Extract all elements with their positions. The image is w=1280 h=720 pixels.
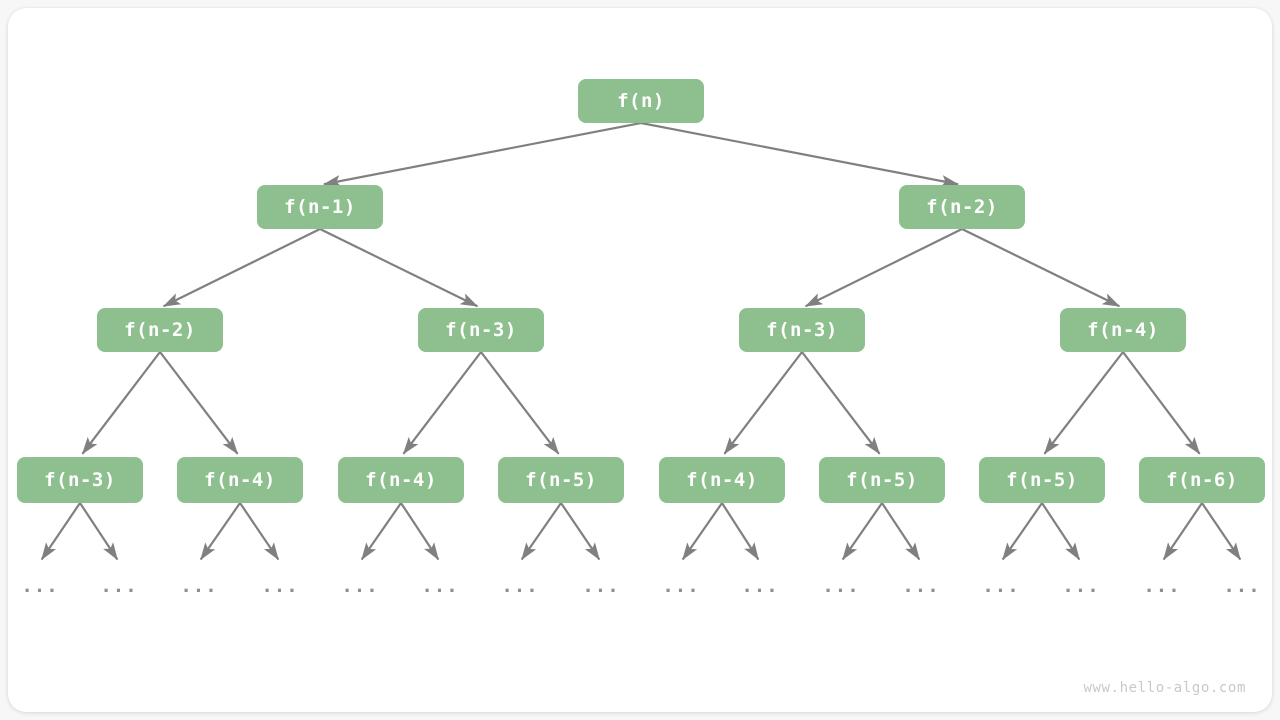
- tree-node: f(n-3): [739, 308, 865, 352]
- tree-node-label: f(n-4): [686, 469, 758, 491]
- tree-node: f(n-4): [338, 457, 464, 503]
- tree-node-label: f(n-2): [124, 319, 196, 341]
- tree-node: f(n-2): [97, 308, 223, 352]
- tree-node-label: f(n-4): [1087, 319, 1159, 341]
- ellipsis-marker: ...: [21, 575, 59, 597]
- tree-node-label: f(n-6): [1166, 469, 1238, 491]
- ellipsis-marker: ...: [421, 575, 459, 597]
- tree-node-label: f(n-4): [204, 469, 276, 491]
- ellipsis-marker: ...: [982, 575, 1020, 597]
- tree-node: f(n-2): [899, 185, 1025, 229]
- tree-node: f(n-1): [257, 185, 383, 229]
- ellipsis-marker: ...: [1143, 575, 1181, 597]
- tree-node-label: f(n-3): [445, 319, 517, 341]
- tree-node-label: f(n-5): [846, 469, 918, 491]
- tree-node: f(n-3): [17, 457, 143, 503]
- tree-node-label: f(n-1): [284, 196, 356, 218]
- tree-node-label: f(n-5): [1006, 469, 1078, 491]
- tree-node: f(n-6): [1139, 457, 1265, 503]
- ellipsis-marker: ...: [341, 575, 379, 597]
- ellipsis-marker: ...: [261, 575, 299, 597]
- tree-node: f(n-4): [659, 457, 785, 503]
- tree-node-label: f(n-3): [44, 469, 116, 491]
- tree-node-label: f(n): [617, 90, 665, 112]
- tree-node-label: f(n-5): [525, 469, 597, 491]
- tree-node: f(n-5): [819, 457, 945, 503]
- ellipsis-marker: ...: [501, 575, 539, 597]
- tree-node-label: f(n-3): [766, 319, 838, 341]
- tree-node: f(n-4): [177, 457, 303, 503]
- ellipsis-marker: ...: [1062, 575, 1100, 597]
- tree-node: f(n-4): [1060, 308, 1186, 352]
- ellipsis-marker: ...: [1223, 575, 1261, 597]
- tree-node: f(n-5): [498, 457, 624, 503]
- ellipsis-marker: ...: [902, 575, 940, 597]
- ellipsis-marker: ...: [662, 575, 700, 597]
- ellipsis-marker: ...: [180, 575, 218, 597]
- watermark: www.hello-algo.com: [1083, 680, 1246, 696]
- ellipsis-marker: ...: [100, 575, 138, 597]
- tree-node: f(n): [578, 79, 704, 123]
- ellipsis-marker: ...: [822, 575, 860, 597]
- tree-node-label: f(n-2): [926, 196, 998, 218]
- ellipsis-marker: ...: [741, 575, 779, 597]
- tree-node: f(n-5): [979, 457, 1105, 503]
- ellipsis-marker: ...: [582, 575, 620, 597]
- tree-node-label: f(n-4): [365, 469, 437, 491]
- tree-node: f(n-3): [418, 308, 544, 352]
